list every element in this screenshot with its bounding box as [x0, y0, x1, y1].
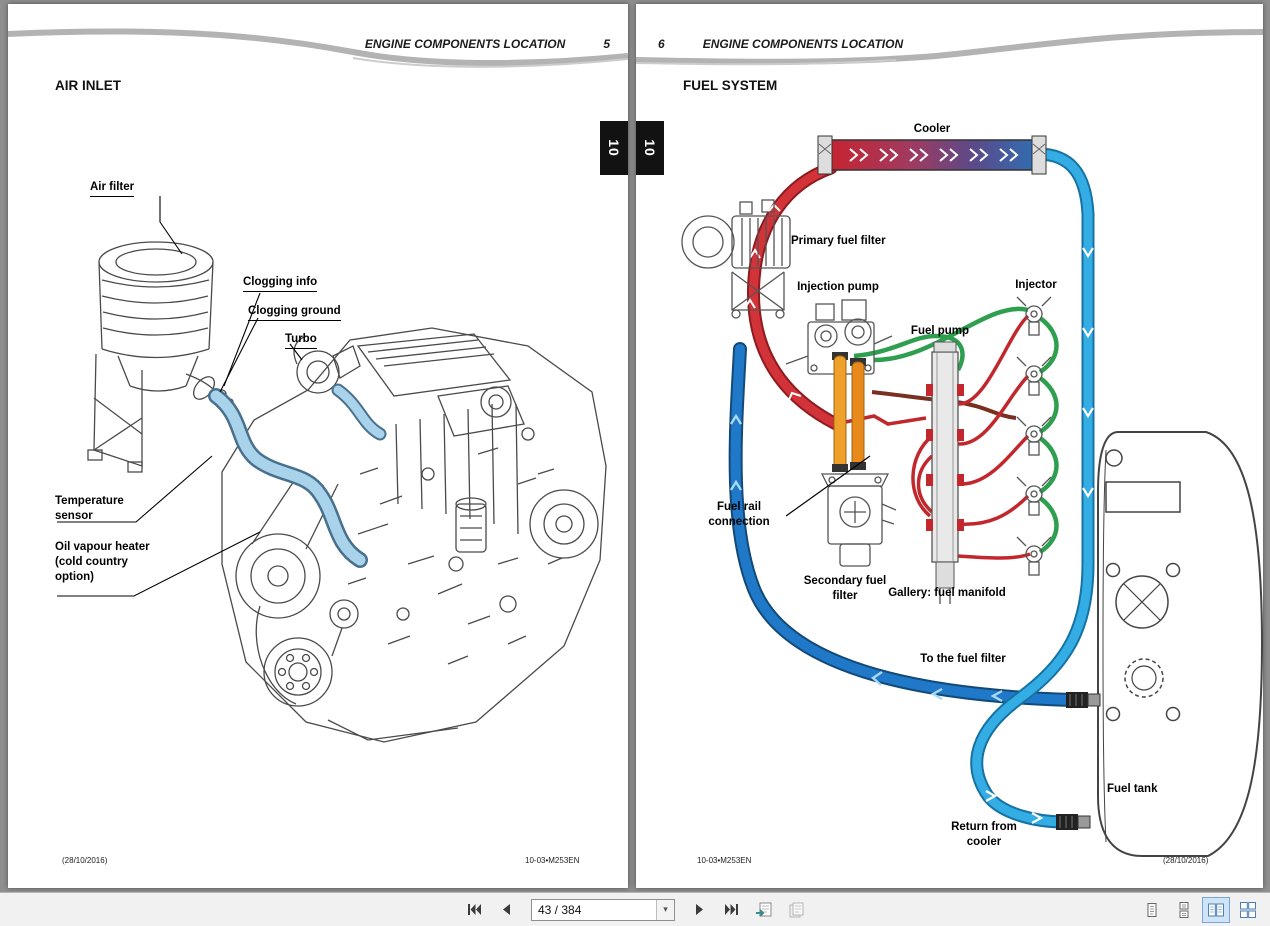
footer-code: 10-03•M253EN — [525, 856, 580, 865]
section-title: FUEL SYSTEM — [683, 78, 778, 93]
cooler-drawing — [817, 135, 1047, 175]
page-right: 6 ENGINE COMPONENTS LOCATION 10 FUEL SYS… — [636, 4, 1263, 888]
label-secondary-fuel-filter: Secondary fuel filter — [803, 575, 887, 602]
orange-hoses-drawing — [832, 352, 866, 472]
label-oil-vapour-heater: Oil vapour heater (cold country option) — [55, 541, 150, 583]
label-injection-pump: Injection pump — [797, 281, 879, 293]
running-header: ENGINE COMPONENTS LOCATION 5 — [365, 37, 610, 51]
document-view: ENGINE COMPONENTS LOCATION 5 10 AIR INLE… — [8, 4, 1263, 888]
leader-lines — [57, 196, 303, 597]
fuel-pump-drawing — [926, 341, 964, 604]
engine-block-drawing — [221, 327, 607, 743]
leader-line — [785, 455, 871, 517]
previous-view-button[interactable] — [751, 898, 777, 922]
label-fuel-rail-connection: Fuel rail connection — [708, 501, 770, 528]
air-filter-drawing — [87, 241, 234, 473]
footer-code: 10-03•M253EN — [697, 856, 752, 865]
chapter-tab: 10 — [600, 121, 628, 175]
label-injector: Injector — [1015, 279, 1057, 291]
label-fuel-tank: Fuel tank — [1107, 783, 1158, 795]
label-turbo: Turbo — [285, 332, 317, 349]
next-page-button[interactable] — [687, 898, 713, 922]
label-cooler: Cooler — [913, 123, 951, 135]
last-page-icon — [725, 904, 738, 915]
red-rail-pipes-drawing — [835, 314, 1031, 560]
engine-illustration — [8, 28, 628, 743]
red-hose-drawing — [744, 161, 843, 431]
chapter-tab: 10 — [636, 121, 664, 175]
page-number-input[interactable] — [532, 900, 656, 919]
facing-page-layout-icon — [1208, 903, 1224, 916]
cyan-hose-drawing — [970, 147, 1095, 829]
section-title: AIR INLET — [55, 78, 121, 93]
next-page-icon — [696, 904, 703, 915]
label-temperature-sensor: Temperature sensor — [55, 495, 124, 522]
fuel-tank-drawing — [1056, 431, 1263, 857]
running-title: ENGINE COMPONENTS LOCATION — [364, 37, 566, 51]
facing-continuous-layout-icon — [1240, 901, 1256, 918]
label-return-from-cooler: Return from cooler — [951, 821, 1017, 848]
next-view-button[interactable] — [783, 898, 809, 922]
label-primary-fuel-filter: Primary fuel filter — [791, 235, 886, 247]
previous-page-button[interactable] — [493, 898, 519, 922]
footer-date: (28/10/2016) — [1163, 856, 1209, 865]
label-gallery-fuel-manifold: Gallery: fuel manifold — [888, 587, 1006, 599]
label-air-filter: Air filter — [90, 180, 135, 197]
next-view-icon — [789, 902, 804, 917]
first-page-icon — [468, 904, 481, 915]
previous-view-icon — [756, 902, 772, 917]
continuous-layout-icon — [1179, 901, 1189, 918]
pdf-toolbar: ▾ — [0, 892, 1270, 926]
primary-fuel-filter-drawing — [681, 199, 791, 319]
label-clogging-ground: Clogging ground — [248, 304, 341, 321]
label-to-the-fuel-filter: To the fuel filter — [920, 653, 1006, 665]
previous-page-icon — [503, 904, 510, 915]
injectors-drawing — [1016, 296, 1052, 576]
label-clogging-info: Clogging info — [243, 275, 318, 292]
header-swoosh — [8, 28, 628, 66]
page-layout-facing-continuous-button[interactable] — [1234, 897, 1262, 923]
page-layout-single-button[interactable] — [1138, 897, 1166, 923]
intake-hose-drawing — [208, 383, 387, 568]
page-number: 5 — [603, 37, 610, 51]
running-header: 6 ENGINE COMPONENTS LOCATION — [658, 37, 903, 51]
page-left: ENGINE COMPONENTS LOCATION 5 10 AIR INLE… — [8, 4, 628, 888]
footer-date: (28/10/2016) — [62, 856, 108, 865]
page-number: 6 — [658, 37, 665, 51]
label-fuel-pump: Fuel pump — [910, 325, 970, 337]
page-dropdown-arrow-icon[interactable]: ▾ — [656, 899, 674, 920]
last-page-button[interactable] — [719, 898, 745, 922]
page-navigation: ▾ — [461, 898, 809, 922]
secondary-fuel-filter-drawing — [820, 473, 897, 567]
header-swoosh — [636, 29, 1263, 65]
running-title: ENGINE COMPONENTS LOCATION — [702, 37, 904, 51]
page-number-box: ▾ — [531, 898, 675, 921]
page-layout-controls — [1138, 896, 1262, 923]
blue-hose-drawing — [728, 342, 1079, 707]
green-hose-drawing — [853, 306, 1059, 554]
fuel-system-illustration — [636, 29, 1263, 857]
page-layout-continuous-button[interactable] — [1170, 897, 1198, 923]
single-page-layout-icon — [1147, 902, 1157, 917]
page-layout-facing-button[interactable] — [1202, 896, 1230, 923]
first-page-button[interactable] — [461, 898, 487, 922]
